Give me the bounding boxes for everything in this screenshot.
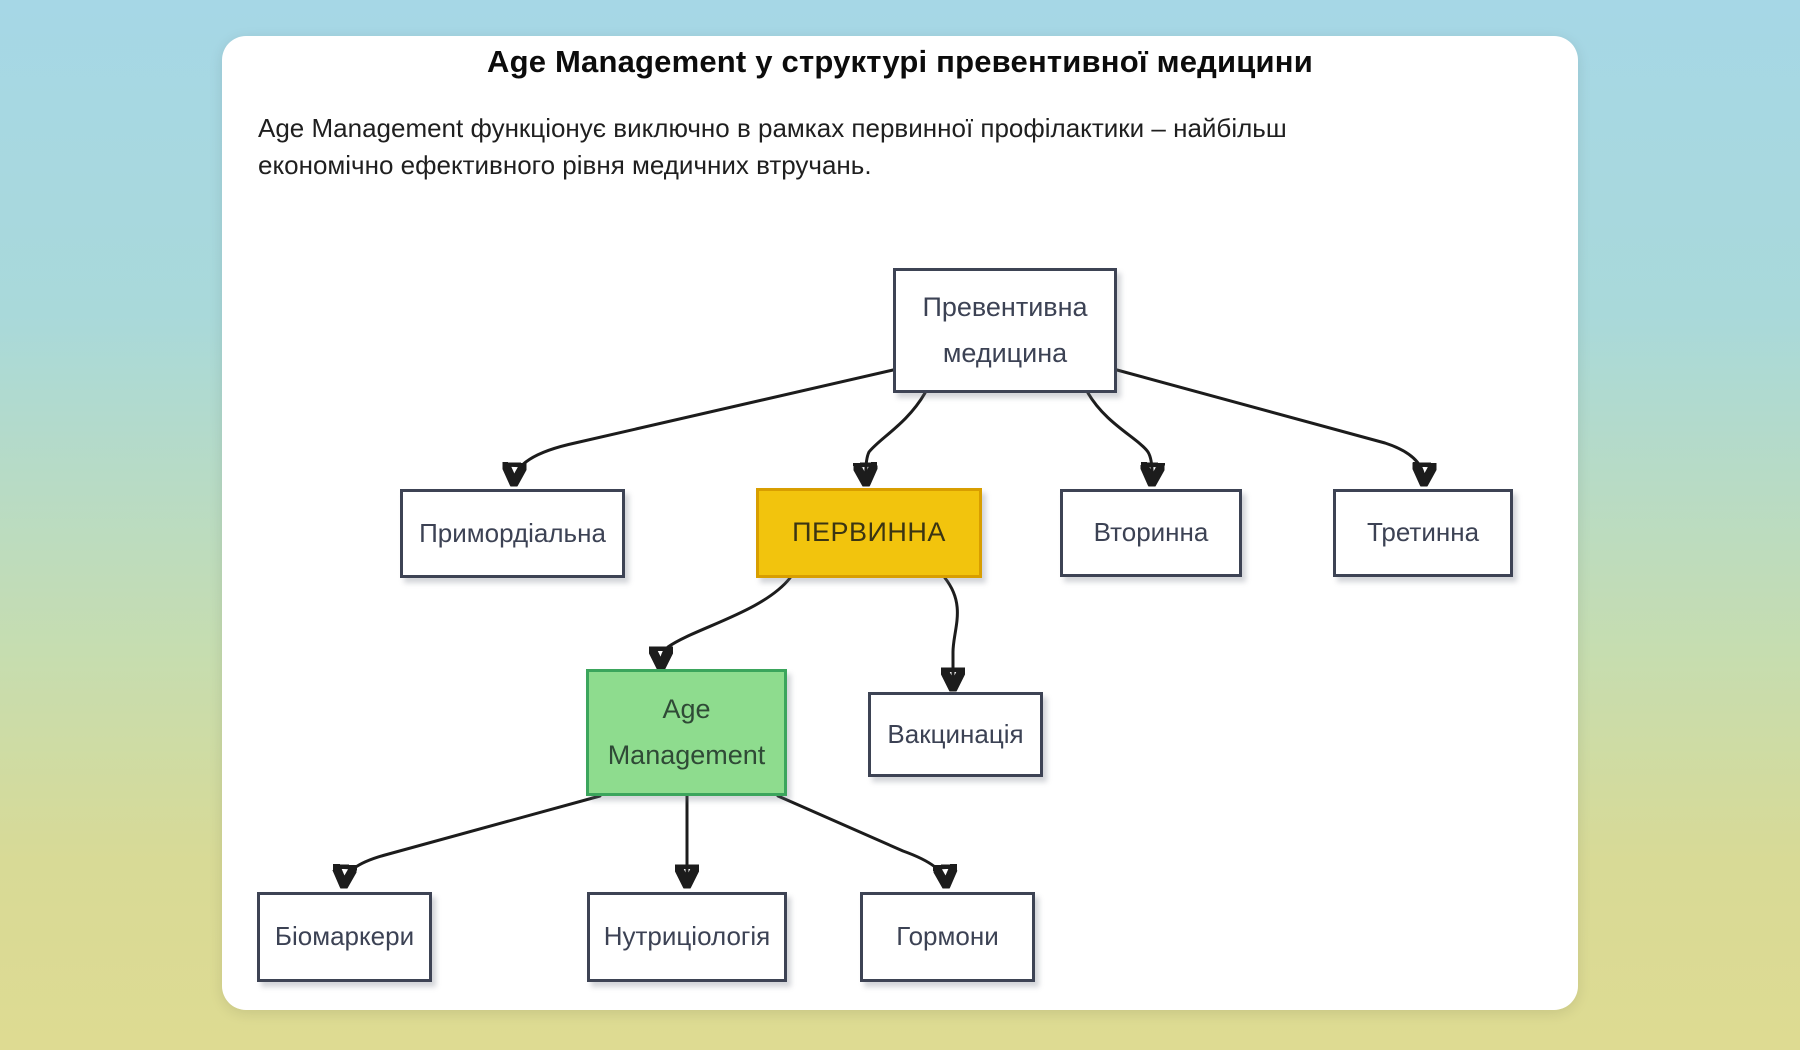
node-hormones: Гормони: [860, 892, 1035, 982]
page-subtitle: Age Management функціонує виключно в рам…: [258, 113, 1287, 180]
edge-age-biomarkers: [344, 794, 602, 884]
node-vaccination: Вакцинація: [868, 692, 1043, 777]
node-primary-highlighted: ПЕРВИННА: [756, 488, 982, 578]
node-preventive-medicine: Превентивна медицина: [893, 268, 1117, 393]
node-tertiary: Третинна: [1333, 489, 1513, 577]
edge-primary-vaccination: [945, 576, 957, 687]
node-nutrition: Нутриціологія: [587, 892, 787, 982]
edge-root-tertiary: [1115, 368, 1424, 482]
edge-root-secondary: [1086, 391, 1152, 482]
node-age-management-highlighted: Age Management: [586, 669, 787, 796]
edge-age-hormones: [776, 794, 946, 884]
node-secondary: Вторинна: [1060, 489, 1242, 577]
edge-root-primordial: [514, 368, 895, 482]
node-biomarkers: Біомаркери: [257, 892, 432, 982]
edge-root-primary: [866, 391, 927, 482]
page-title: Age Management у структурі превентивної …: [487, 44, 1313, 79]
edge-primary-age-management: [661, 576, 792, 666]
node-primordial: Примордіальна: [400, 489, 625, 578]
